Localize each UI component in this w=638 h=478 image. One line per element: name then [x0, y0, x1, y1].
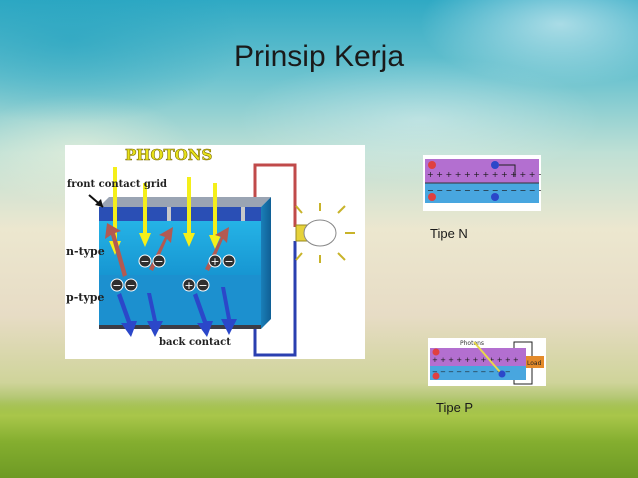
back-contact-label: back contact	[159, 337, 231, 348]
load-box	[526, 356, 544, 368]
tipe-p-svg: Photons + + + + + + + + + + + − − − − − …	[428, 338, 546, 386]
n-type-label: n-type	[66, 245, 105, 258]
svg-text:+ + + + + + + + + + + + +: + + + + + + + + + + + + +	[427, 170, 541, 179]
charge-pair-1: − −	[138, 254, 166, 268]
electron-icon	[193, 293, 213, 337]
hole-icon	[105, 223, 127, 277]
charge-minus: −	[126, 279, 135, 292]
hole-icon	[428, 193, 436, 201]
electron-icon	[147, 293, 163, 337]
slide-title: Prinsip Kerja	[233, 40, 405, 73]
photon-arrow-icon	[209, 183, 221, 249]
tipe-n-caption: Tipe N	[430, 226, 468, 241]
charge-minus: −	[112, 279, 121, 292]
photon-arrow-icon	[139, 183, 151, 247]
hole-icon	[432, 372, 440, 380]
back-contact-bar	[99, 325, 261, 329]
charge-minus: −	[154, 255, 163, 268]
charge-pairs: − − + − − − + −	[110, 254, 236, 292]
svg-text:− − − − − − − − − − − − −: − − − − − − − − − − − − −	[427, 186, 541, 195]
cell-side-face	[261, 197, 271, 329]
wire-top	[253, 163, 297, 227]
photon-arrow-icon	[183, 177, 195, 247]
charge-pair-3: − −	[110, 278, 138, 292]
electron-arrows	[117, 287, 237, 337]
electron-icon	[491, 161, 499, 169]
solar-cell-diagram: − − + − − − + − P	[65, 145, 365, 359]
front-contact-grid-bar	[99, 207, 261, 221]
front-contact-pointer	[88, 194, 104, 208]
grass-field	[0, 398, 638, 478]
hole-icon	[432, 348, 440, 356]
electron-icon	[491, 193, 499, 201]
electron-icon	[498, 370, 506, 378]
front-contact-grid-label: front contact grid	[67, 179, 167, 190]
photons-heading: PHOTONS	[125, 146, 212, 164]
p-type-label: p-type	[66, 291, 104, 304]
svg-text:− − − − − − − − − −: − − − − − − − − − −	[432, 368, 511, 376]
charge-pair-4: + −	[182, 278, 210, 292]
electron-icon	[117, 293, 137, 337]
tipe-p-diagram: Photons + + + + + + + + + + + − − − − − …	[428, 338, 546, 386]
tipe-p-caption: Tipe P	[436, 400, 474, 415]
load-label: Load	[527, 360, 542, 367]
solar-cell-svg: − − + − − − + − P	[66, 146, 355, 357]
charge-minus: −	[140, 255, 149, 268]
charge-plus: +	[210, 255, 219, 268]
electron-icon	[221, 287, 237, 335]
charge-pair-2: + −	[208, 254, 236, 268]
tipe-n-svg: + + + + + + + + + + + + + − − − − − − − …	[423, 155, 541, 211]
charge-plus: +	[184, 279, 193, 292]
hole-icon	[428, 161, 436, 169]
svg-text:+ + + + + + + + + + +: + + + + + + + + + + +	[432, 356, 519, 364]
tipe-n-diagram: + + + + + + + + + + + + + − − − − − − − …	[423, 155, 541, 211]
light-bulb-icon	[295, 203, 355, 263]
wire-bottom	[253, 241, 297, 357]
photons-label: Photons	[460, 340, 484, 347]
charge-minus: −	[198, 279, 207, 292]
cell-top-face	[99, 197, 271, 207]
n-type-layer	[99, 221, 261, 275]
charge-minus: −	[224, 255, 233, 268]
